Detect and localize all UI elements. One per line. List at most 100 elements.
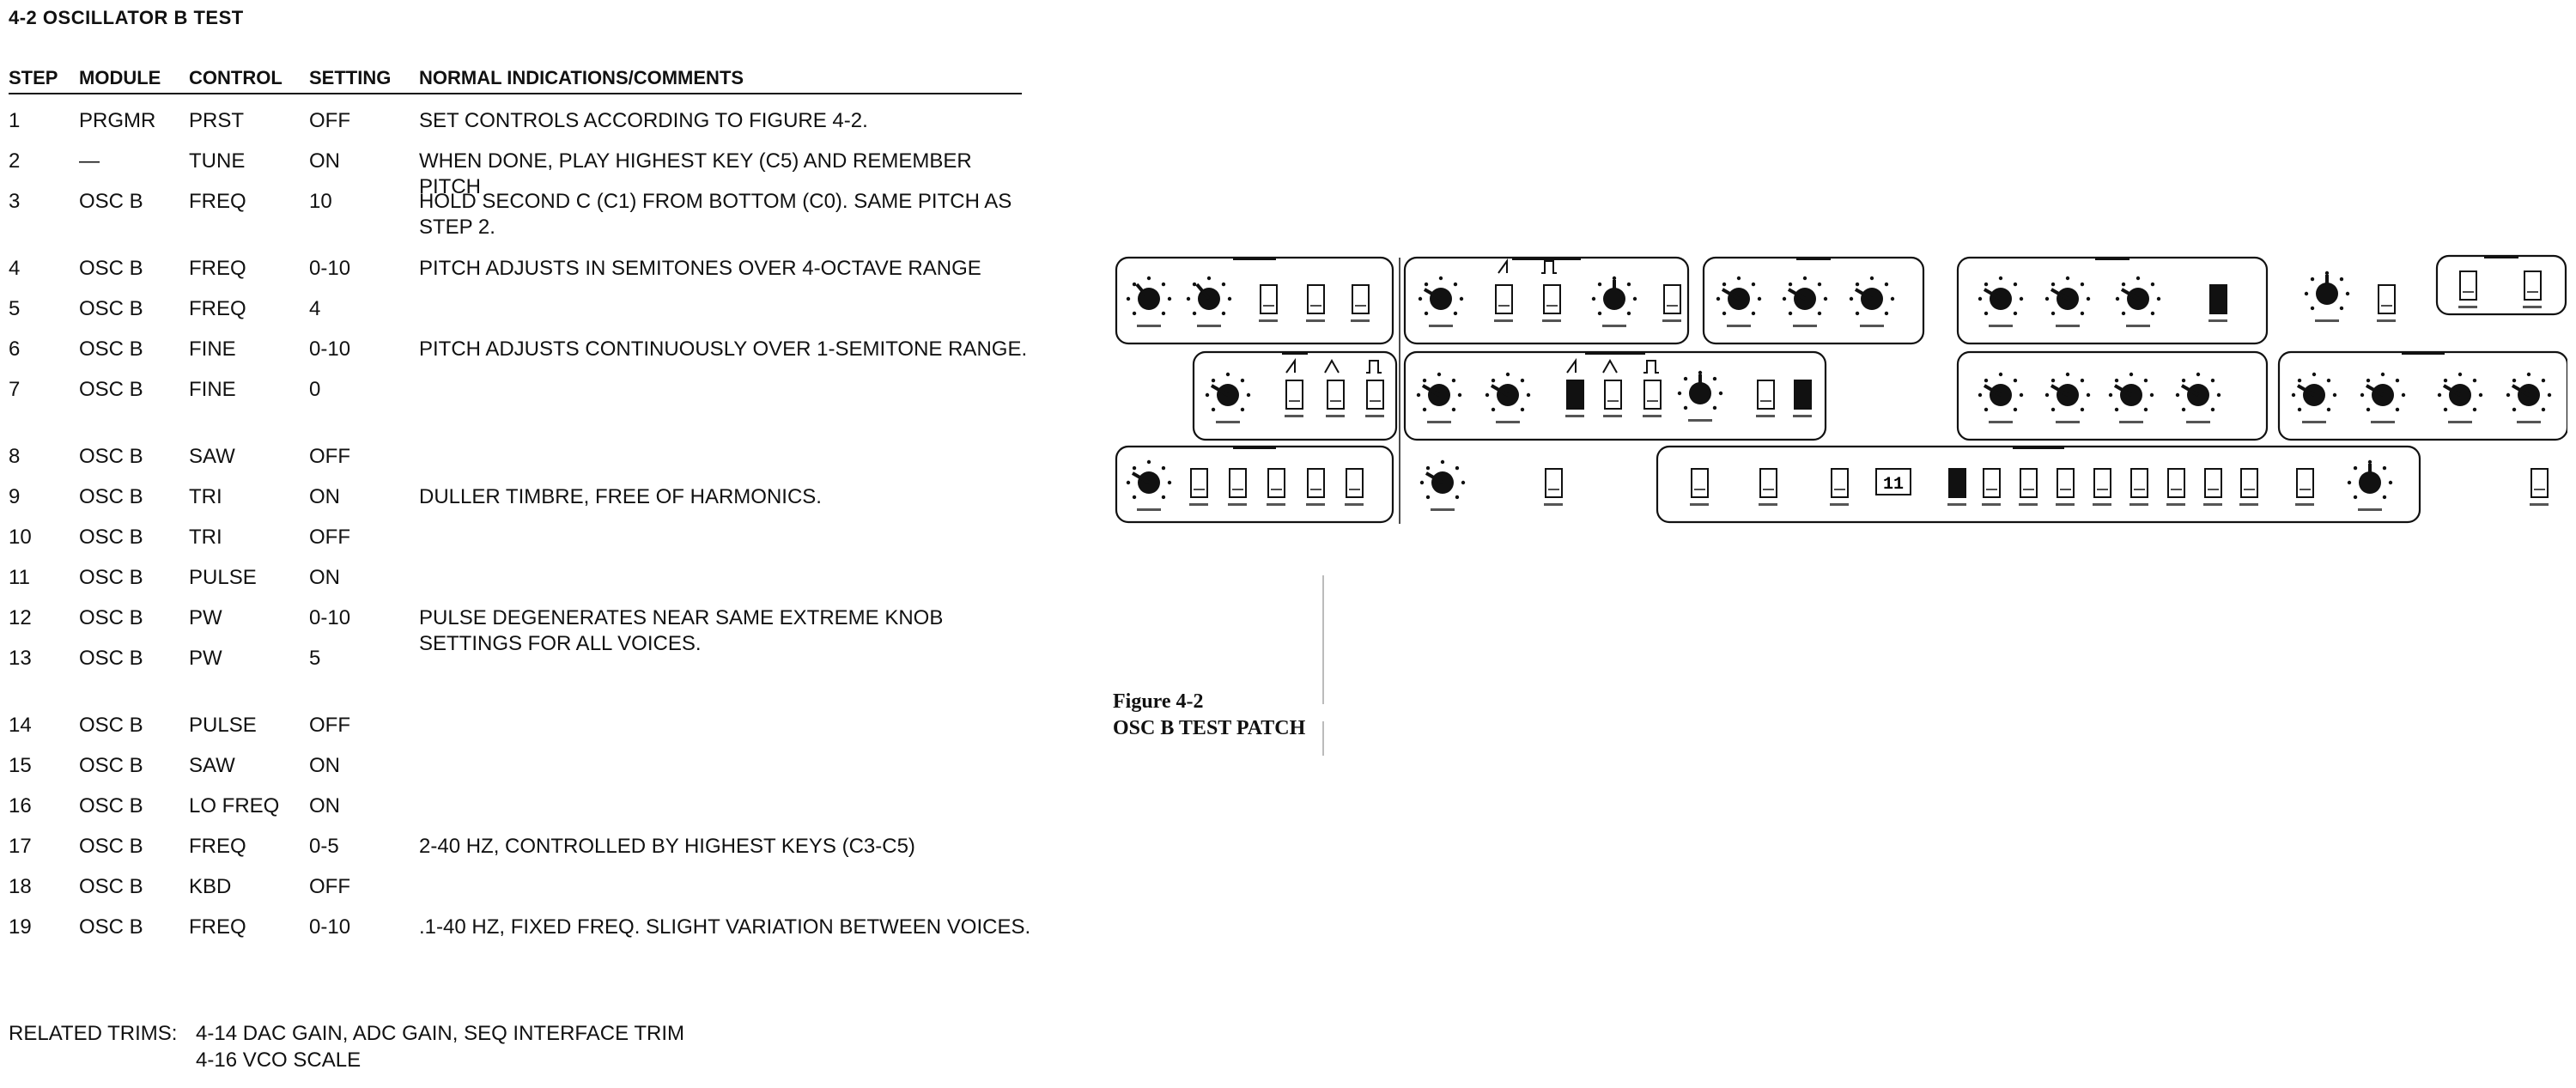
switch-off <box>1604 380 1622 410</box>
knob-scale-dot <box>2181 378 2186 383</box>
knob-scale-dot <box>1751 311 1756 316</box>
related-trim-item: 4-14 DAC GAIN, ADC GAIN, SEQ INTERFACE T… <box>196 1022 685 1045</box>
knob-scale-dot <box>1240 407 1245 412</box>
cell-control: KBD <box>189 875 232 898</box>
switch-off <box>1307 284 1325 314</box>
knob-scale-dot <box>1146 276 1151 281</box>
knob-scale-dot <box>1167 480 1172 485</box>
knob-scale-dot <box>2050 311 2056 316</box>
knob-scale-dot <box>1984 378 1989 383</box>
knob-scale-dot <box>2339 277 2344 282</box>
module-title-mark <box>2013 446 2064 449</box>
knob-scale-dot <box>2512 407 2517 412</box>
cell-step: 13 <box>9 647 32 670</box>
cell-setting: OFF <box>309 875 350 898</box>
cell-control: LO FREQ <box>189 794 280 818</box>
knob-scale-dot <box>2065 372 2070 377</box>
figure-number: Figure 4-2 <box>1113 690 1204 713</box>
knob-scale-dot <box>2360 392 2365 398</box>
knob-pointer <box>2180 384 2199 397</box>
figure-title: OSC B TEST PATCH <box>1113 717 1306 739</box>
knob-scale-dot <box>1461 480 1466 485</box>
knob-scale-dot <box>1455 495 1460 500</box>
switch-label-mark <box>1565 415 1584 417</box>
knob-label-mark <box>1431 508 1455 511</box>
knob-scale-dot <box>1698 370 1703 375</box>
cell-comment: HOLD SECOND C (C1) FROM BOTTOM (C0). SAM… <box>419 190 1012 239</box>
switch-label-mark <box>1365 415 1384 417</box>
switch-off <box>1545 468 1563 498</box>
knob-pointer <box>1421 384 1441 397</box>
knob-label-mark <box>1602 325 1626 327</box>
cell-module: OSC B <box>79 378 143 401</box>
switch-off <box>2057 468 2075 498</box>
knob-label-mark <box>1793 325 1817 327</box>
knob-label-mark <box>1427 421 1451 423</box>
cell-setting: ON <box>309 754 340 777</box>
knob-scale-dot <box>1736 276 1741 281</box>
cell-control: FREQ <box>189 190 246 213</box>
cell-step: 7 <box>9 378 21 401</box>
switch-off <box>1352 284 1370 314</box>
cell-setting: 0-5 <box>309 835 339 858</box>
knob-scale-dot <box>1146 459 1151 465</box>
switch-off <box>2020 468 2038 498</box>
cell-control: SAW <box>189 445 235 468</box>
program-number: 11 <box>1883 475 1904 495</box>
knob-scale-dot <box>2019 392 2024 398</box>
cell-control: TRI <box>189 526 222 549</box>
cell-step: 2 <box>9 149 21 173</box>
knob-scale-dot <box>1438 276 1443 281</box>
knob-scale-dot <box>2339 306 2344 311</box>
col-step-header: STEP <box>9 67 58 88</box>
knob-scale-dot <box>2044 392 2050 398</box>
pulse-wave-icon <box>1541 260 1557 274</box>
knob-scale-dot <box>1505 372 1510 377</box>
scan-mark <box>1322 721 1324 756</box>
knob-scale-dot <box>1186 296 1191 301</box>
switch-label-mark <box>1756 415 1775 417</box>
switch-label-mark <box>1306 503 1325 506</box>
knob-scale-dot <box>2156 296 2161 301</box>
knob-label-mark <box>1989 325 2013 327</box>
knob-scale-dot <box>1823 296 1828 301</box>
module-panel <box>2435 254 2567 316</box>
knob-scale-dot <box>2472 378 2477 383</box>
knob-pointer <box>2120 288 2139 301</box>
knob-scale-dot <box>1132 495 1137 500</box>
knob-scale-dot <box>1998 372 2003 377</box>
cell-module: OSC B <box>79 297 143 320</box>
saw-wave-icon <box>1566 357 1577 374</box>
knob-label-mark <box>2119 421 2143 423</box>
cell-setting: OFF <box>309 714 350 737</box>
knob-scale-dot <box>1161 495 1166 500</box>
knob-label-mark <box>2358 508 2382 511</box>
front-panel-drawing: 11 <box>1115 254 2567 524</box>
switch-label-mark <box>1603 415 1622 417</box>
cell-module: OSC B <box>79 647 143 670</box>
cell-control: FINE <box>189 378 236 401</box>
cell-setting: 0-10 <box>309 606 351 629</box>
knob-scale-dot <box>1884 311 1889 316</box>
knob-scale-dot <box>2150 282 2155 287</box>
knob-scale-dot <box>2013 282 2018 287</box>
switch-on <box>1566 380 1584 410</box>
knob-scale-dot <box>1855 282 1860 287</box>
cell-step: 5 <box>9 297 21 320</box>
knob-scale-dot <box>2472 407 2477 412</box>
knob-scale-dot <box>2366 378 2371 383</box>
cell-module: OSC B <box>79 835 143 858</box>
knob-pointer <box>2050 288 2069 301</box>
knob-scale-dot <box>2086 296 2091 301</box>
knob-scale-dot <box>1132 311 1137 316</box>
switch-off <box>1757 380 1775 410</box>
module-title-mark <box>1796 257 1831 260</box>
knob-scale-dot <box>2114 407 2119 412</box>
switch-off <box>1759 468 1777 498</box>
